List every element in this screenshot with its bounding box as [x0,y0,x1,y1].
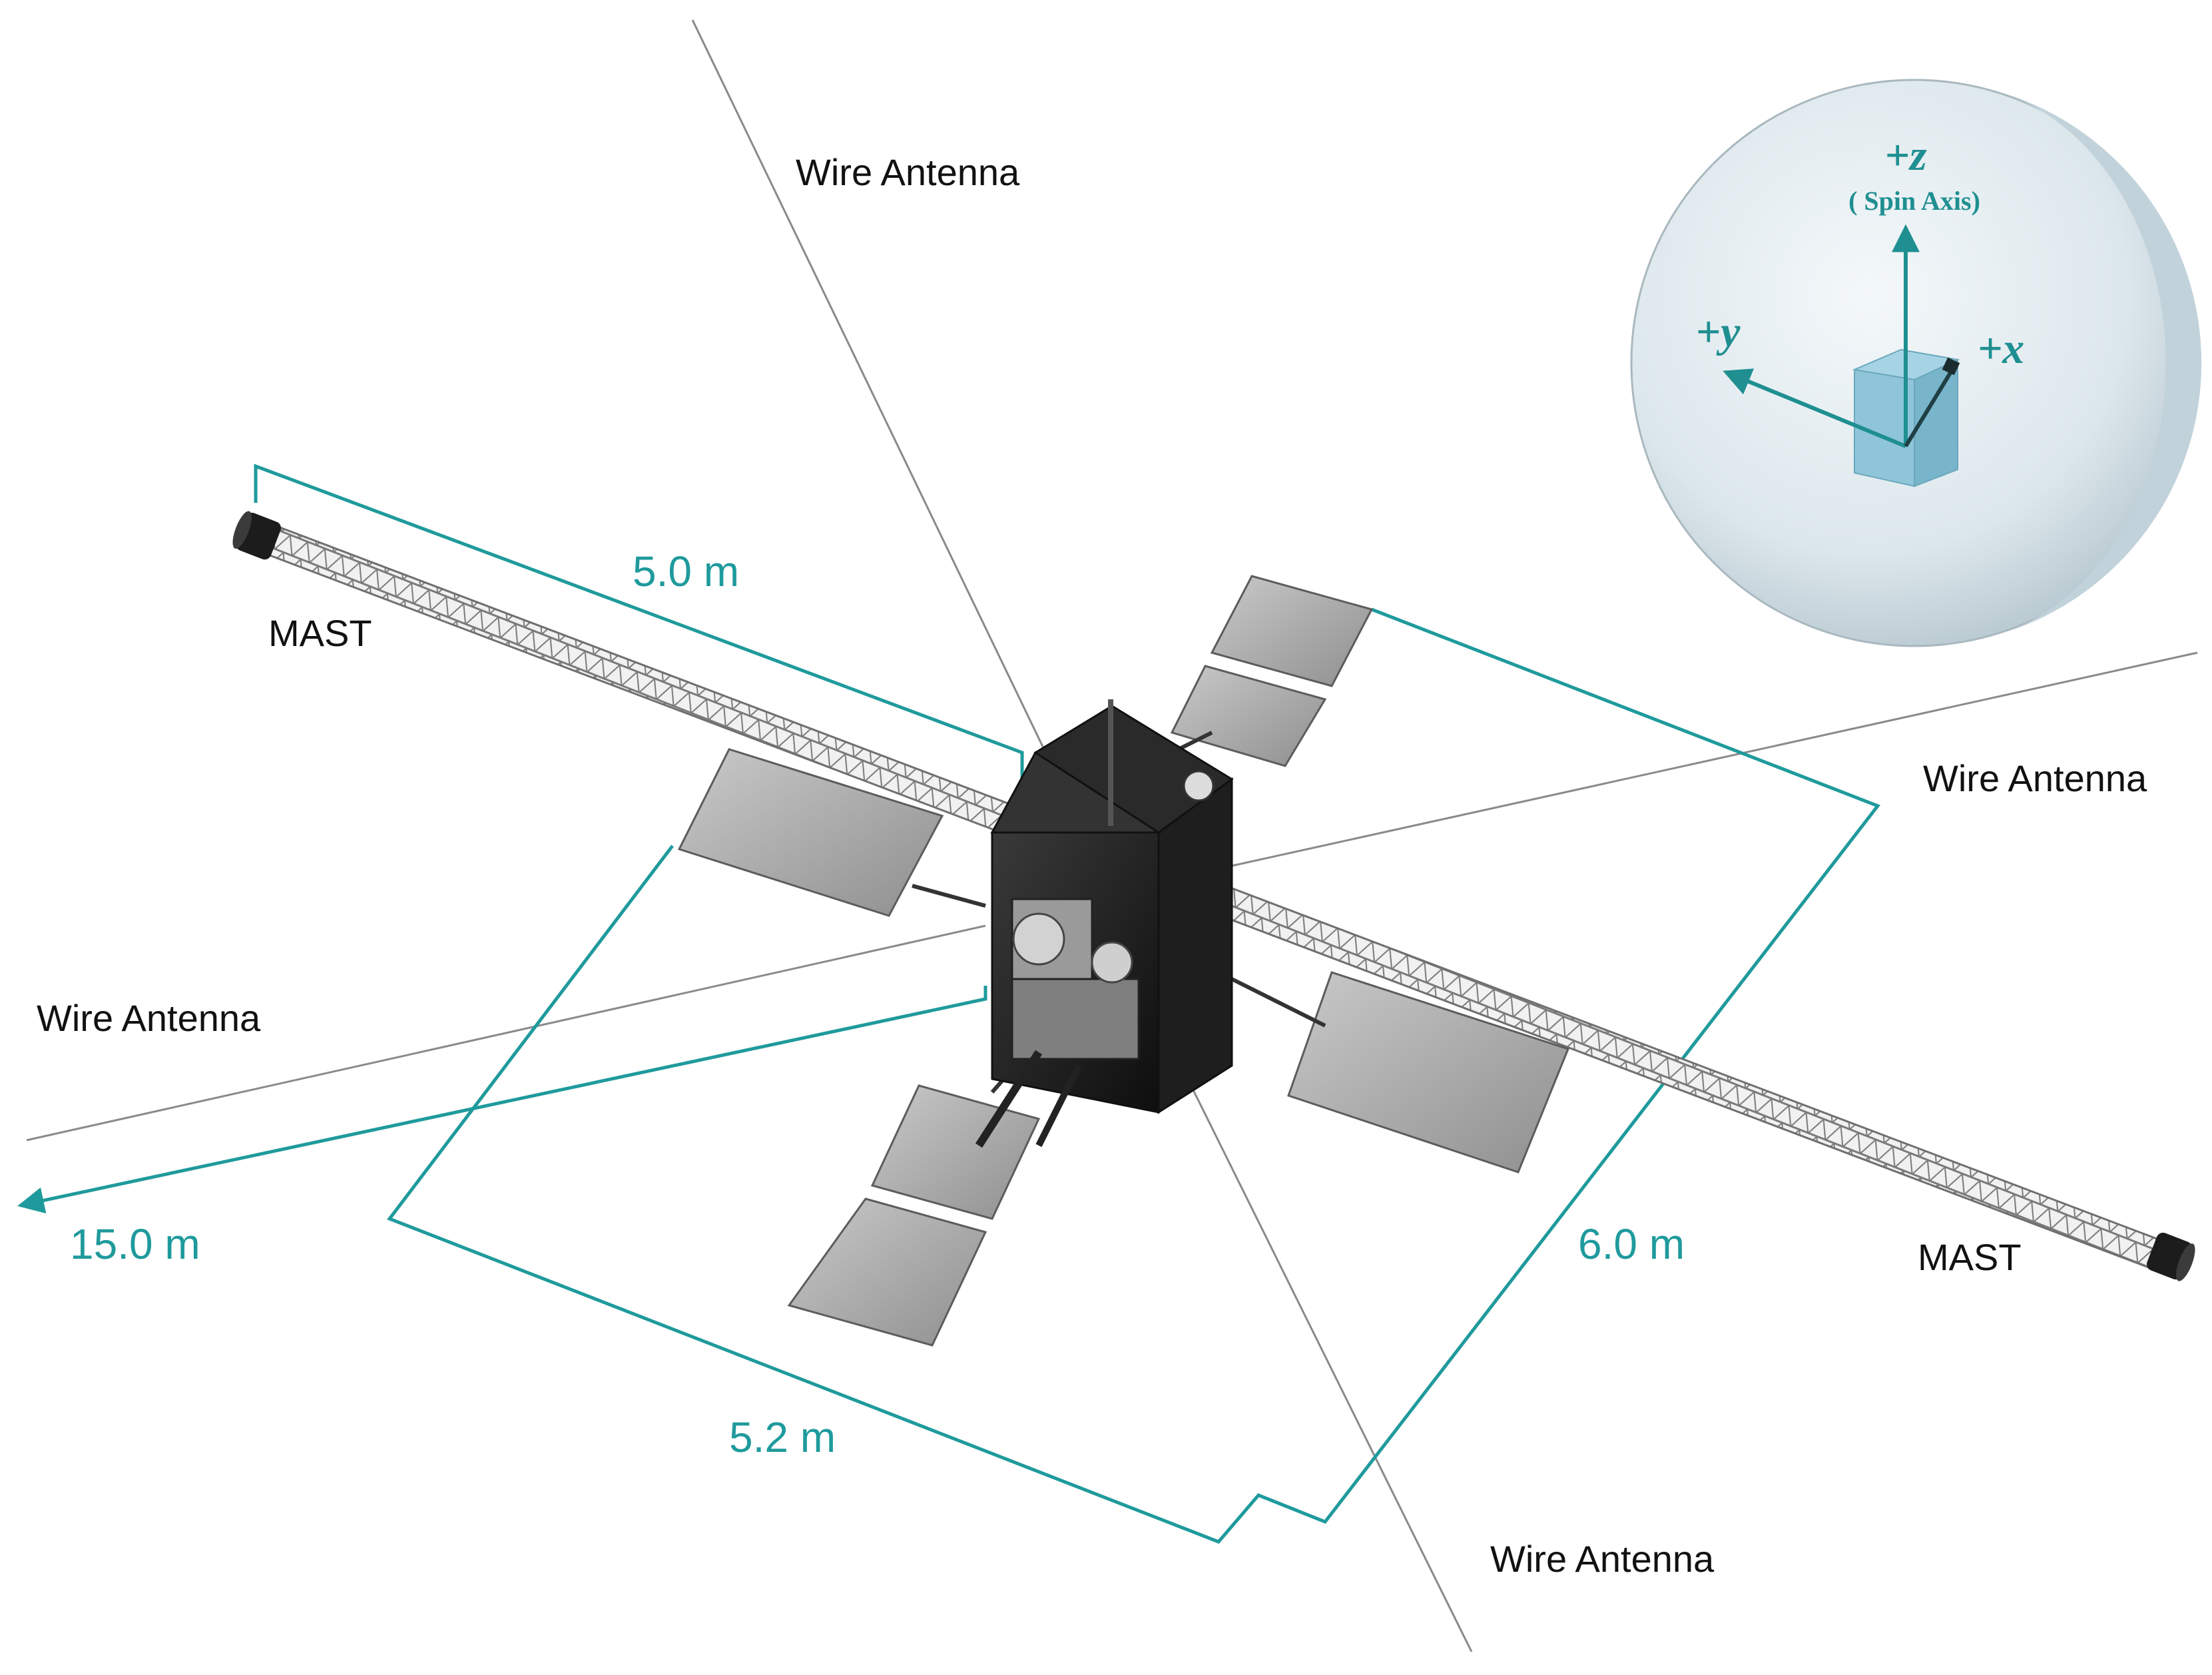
panel-left [677,748,944,917]
x-axis-tip [1942,357,1960,376]
label-mast-right: MAST [1918,1236,2022,1278]
mast-length-bracket [254,464,1024,793]
instrument-window-2 [1011,978,1140,1060]
panel-lower-outer [787,1197,987,1347]
spacecraft-body [975,699,1234,1148]
sensor-left [1012,912,1065,966]
panel-right [1287,971,1569,1173]
dimension-antenna-length: 15.0 m [70,1220,200,1268]
mast-tip-left [232,511,281,560]
dimension-panel-span-long: 6.0 m [1578,1220,1685,1268]
label-wire-antenna-top: Wire Antenna [796,151,1020,193]
mast-tip-right [2147,1232,2195,1281]
panel-span-outline [387,607,1881,1544]
axis-label-y: +y [1696,308,1741,356]
antenna-length-arrow [17,986,987,1214]
wire-antenna-right [1231,651,2198,867]
panel-lower-inner [870,1084,1041,1220]
axis-label-x: +x [1978,324,2025,373]
label-wire-antenna-left: Wire Antenna [37,997,261,1039]
dimension-mast-length: 5.0 m [633,547,739,595]
wire-antenna-upper [691,19,1053,767]
body-top-left [990,751,1163,834]
solar-panels [677,575,1569,1347]
label-wire-antenna-right: Wire Antenna [1923,757,2147,799]
label-wire-antenna-bottom: Wire Antenna [1490,1538,1715,1580]
panel-upper-inner [1170,665,1327,767]
body-side [1157,777,1233,1114]
axis-label-z: +z [1884,131,1927,180]
sensor-right [1091,941,1133,984]
sphere-shading [2004,93,2202,633]
top-sensor [1183,770,1215,802]
axis-label-z-note: ( Spin Axis) [1848,186,1980,216]
wire-antenna-left [26,924,986,1142]
y-axis-arrow [1723,368,1907,448]
label-mast-left: MAST [268,612,372,654]
panel-upper-outer [1210,575,1374,687]
x-axis-arrow [1904,368,1954,448]
dimension-panel-span-short: 5.2 m [729,1413,836,1461]
coordinate-inset: +z ( Spin Axis) +y +x [1630,79,2202,647]
